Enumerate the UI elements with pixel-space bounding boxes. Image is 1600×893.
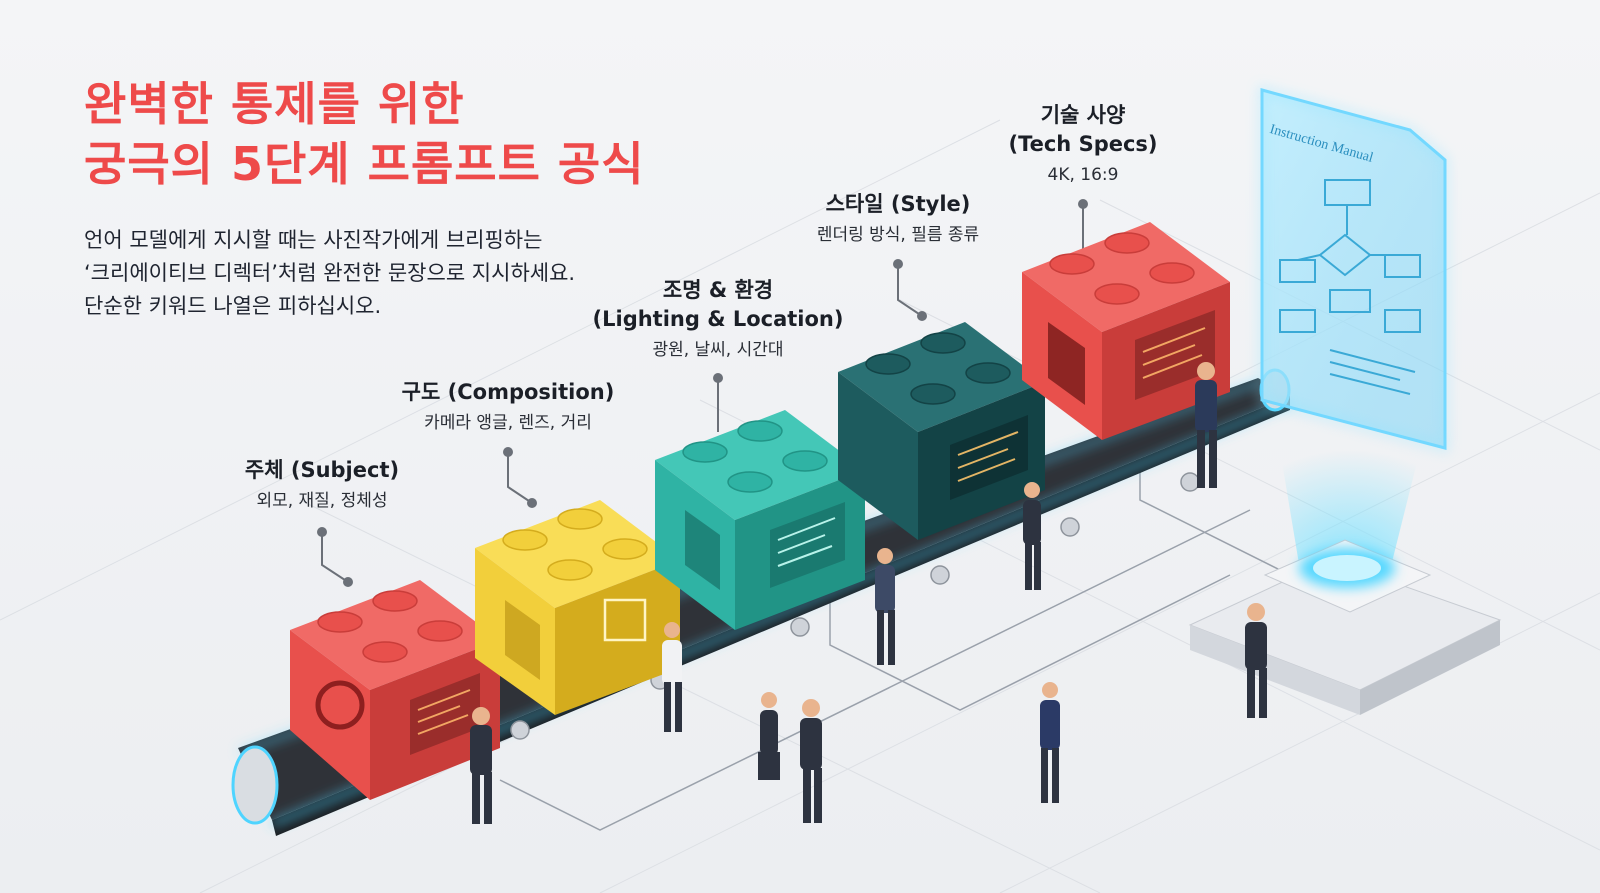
workers — [470, 362, 1267, 824]
description-line-2: ‘크리에이티브 디렉터’처럼 완전한 문장으로 지시하세요. — [84, 261, 576, 285]
step-label-lighting: 조명 & 환경 (Lighting & Location) 광원, 날씨, 시간… — [593, 276, 844, 364]
step-label-composition: 구도 (Composition) 카메라 앵글, 렌즈, 거리 — [402, 378, 615, 437]
step-subtitle: 카메라 앵글, 렌즈, 거리 — [424, 413, 592, 433]
step-subtitle: 광원, 날씨, 시간대 — [652, 340, 784, 360]
step-label-style: 스타일 (Style) 렌더링 방식, 필름 종류 — [817, 190, 979, 249]
label-connectors — [321, 204, 1084, 583]
camera-frame-icon — [603, 598, 647, 642]
step-title: 스타일 (Style) — [825, 192, 971, 216]
description-line-1: 언어 모델에게 지시할 때는 사진작가에게 브리핑하는 — [84, 228, 543, 252]
title-line-2: 궁극의 5단계 프롬프트 공식 — [84, 137, 645, 191]
step-title-line-2: (Lighting & Location) — [592, 307, 844, 331]
step-title-line-2: (Tech Specs) — [1008, 132, 1158, 156]
step-subtitle: 렌더링 방식, 필름 종류 — [816, 225, 980, 245]
step-label-subject: 주체 (Subject) 외모, 재질, 정체성 — [245, 456, 399, 515]
step-subtitle: 외모, 재질, 정체성 — [256, 491, 388, 511]
description: 언어 모델에게 지시할 때는 사진작가에게 브리핑하는 ‘크리에이티브 디렉터’… — [84, 224, 575, 323]
description-line-3: 단순한 키워드 나열은 피하십시오. — [84, 294, 382, 318]
step-title: 주체 (Subject) — [244, 458, 400, 482]
block-tech-specs — [1022, 222, 1230, 440]
block-style — [838, 322, 1045, 540]
step-title-line-1: 조명 & 환경 — [662, 278, 774, 302]
instruction-manual-hologram — [1258, 84, 1449, 454]
page-title: 완벽한 통제를 위한 궁극의 5단계 프롬프트 공식 — [84, 74, 645, 194]
step-title-line-1: 기술 사양 — [1040, 103, 1126, 127]
block-lighting — [655, 410, 865, 630]
step-title: 구도 (Composition) — [401, 380, 615, 404]
gear-icon — [315, 680, 365, 730]
block-subject — [290, 580, 500, 800]
circuit-lines — [499, 470, 1301, 831]
title-line-1: 완벽한 통제를 위한 — [84, 77, 465, 131]
step-label-tech-specs: 기술 사양 (Tech Specs) 4K, 16:9 — [1008, 101, 1157, 189]
step-subtitle: 4K, 16:9 — [1047, 165, 1119, 185]
hologram-projector — [1188, 450, 1502, 715]
block-composition — [475, 500, 680, 715]
